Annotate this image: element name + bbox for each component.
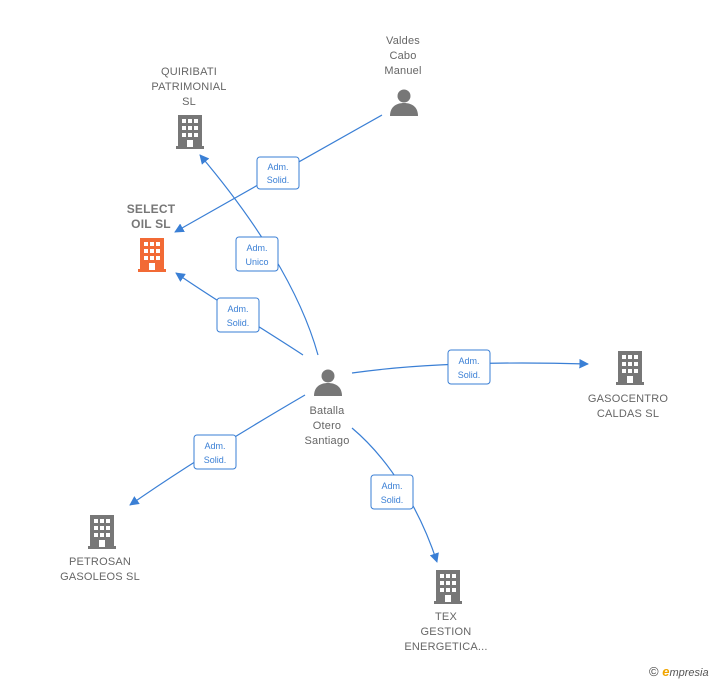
edge-label-batalla-tex[interactable]: Adm. Solid. xyxy=(370,474,414,510)
edge-label-line: Solid. xyxy=(381,495,404,505)
node-label: QUIRIBATI xyxy=(161,66,217,78)
edge-label-line: Unico xyxy=(245,257,268,267)
node-label: Valdes xyxy=(386,35,420,47)
edge-label-line: Adm. xyxy=(204,441,225,451)
edge-label-line: Solid. xyxy=(204,455,227,465)
node-gasocentro-caldas[interactable]: GASOCENTRO CALDAS SL xyxy=(588,351,668,420)
nodes: Valdes Cabo Manuel QUIRIBATI PATRIMONIAL… xyxy=(60,35,668,653)
building-icon xyxy=(138,238,166,272)
node-select-oil[interactable]: SELECT OIL SL xyxy=(127,202,176,272)
node-label: OIL SL xyxy=(131,217,171,231)
edge-label-line: Adm. xyxy=(246,243,267,253)
node-label: SL xyxy=(182,96,196,108)
edge-label-line: Adm. xyxy=(381,481,402,491)
building-icon xyxy=(88,515,116,549)
node-label: GESTION xyxy=(421,626,472,638)
edge-label-line: Solid. xyxy=(458,370,481,380)
building-icon xyxy=(616,351,644,385)
node-batalla-otero-santiago[interactable]: Batalla Otero Santiago xyxy=(304,369,349,448)
node-label: Otero xyxy=(313,420,342,432)
edge-label-line: Solid. xyxy=(267,175,290,185)
node-label: Cabo xyxy=(389,50,416,62)
brand-logo-initial: e xyxy=(662,664,670,679)
node-label: ENERGETICA... xyxy=(404,641,487,653)
brand-logo-text: mpresia xyxy=(669,667,709,679)
node-valdes-cabo-manuel[interactable]: Valdes Cabo Manuel xyxy=(384,35,421,116)
edge-label-line: Solid. xyxy=(227,318,250,328)
node-quiribati-patrimonial[interactable]: QUIRIBATI PATRIMONIAL SL xyxy=(151,66,226,149)
node-label: CALDAS SL xyxy=(597,408,659,420)
building-icon xyxy=(176,115,204,149)
edge-labels: Adm. Solid. Adm. Unico Adm. Solid. Adm. … xyxy=(193,156,491,510)
node-label: PETROSAN xyxy=(69,556,131,568)
copyright-footer: © empresia xyxy=(649,664,709,679)
edge-label-batalla-petrosan[interactable]: Adm. Solid. xyxy=(193,434,237,470)
building-icon xyxy=(434,570,462,604)
node-label: Santiago xyxy=(304,435,349,447)
edge-label-batalla-gasocentro[interactable]: Adm. Solid. xyxy=(447,349,491,385)
edge-label-batalla-select[interactable]: Adm. Solid. xyxy=(216,297,260,333)
edge-label-line: Adm. xyxy=(227,304,248,314)
edge-label-batalla-quiribati[interactable]: Adm. Unico xyxy=(235,236,279,272)
edges xyxy=(129,114,589,563)
node-label: GASOCENTRO xyxy=(588,393,668,405)
person-icon xyxy=(314,369,342,396)
node-label: SELECT xyxy=(127,202,176,216)
edge-label-line: Adm. xyxy=(458,356,479,366)
node-petrosan-gasoleos[interactable]: PETROSAN GASOLEOS SL xyxy=(60,515,140,583)
edge-label-valdes-select[interactable]: Adm. Solid. xyxy=(256,156,300,190)
node-label: PATRIMONIAL xyxy=(151,81,226,93)
node-label: TEX xyxy=(435,611,457,623)
person-icon xyxy=(390,89,418,116)
node-label: GASOLEOS SL xyxy=(60,571,140,583)
node-tex-gestion-energetica[interactable]: TEX GESTION ENERGETICA... xyxy=(404,570,487,653)
node-label: Batalla xyxy=(309,405,345,417)
copyright-icon: © xyxy=(649,664,659,679)
node-label: Manuel xyxy=(384,65,421,77)
edge-label-line: Adm. xyxy=(267,162,288,172)
